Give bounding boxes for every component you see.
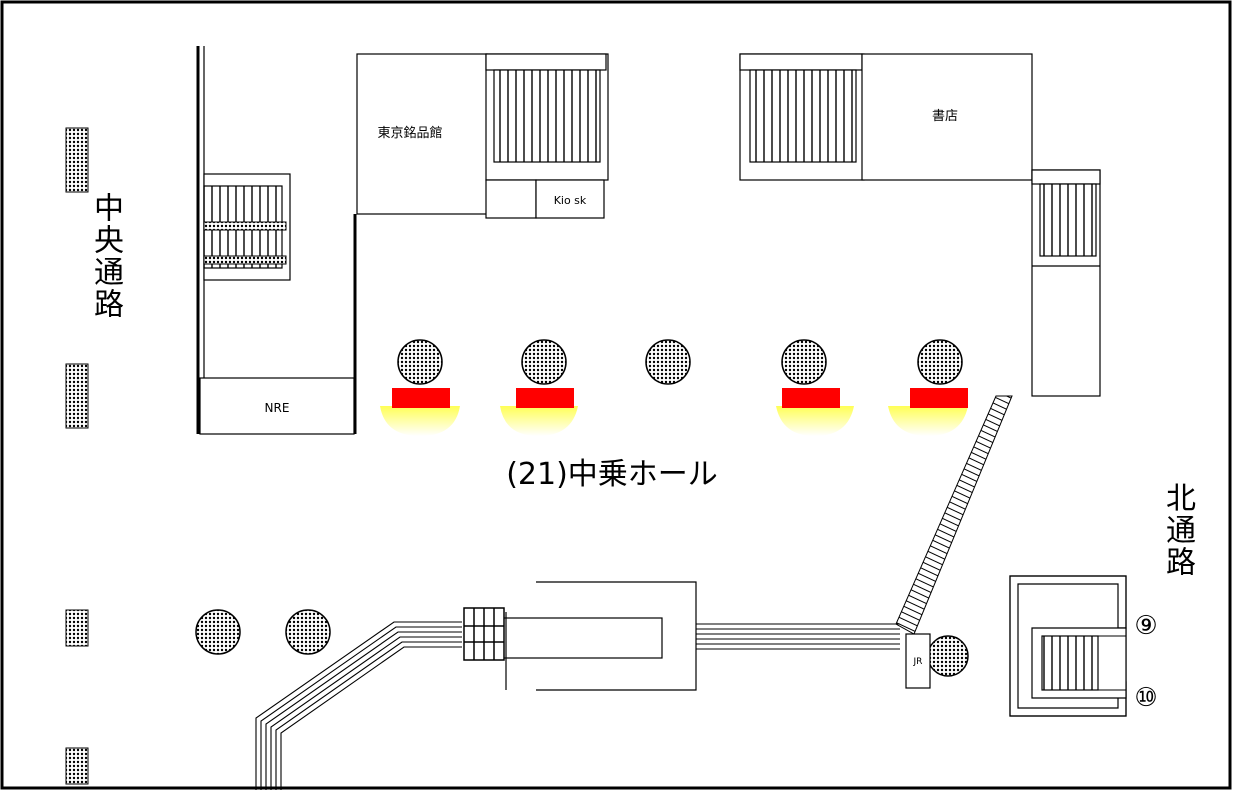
nre-shop: NRE	[199, 377, 355, 435]
central-passage-marker	[65, 747, 89, 785]
pillar-icon	[195, 609, 241, 655]
pillar-icon	[927, 635, 969, 677]
kiosk-label: Kio sk	[554, 194, 587, 207]
bench-icon	[516, 388, 574, 408]
hall-label: (21)中乗ホール	[506, 457, 718, 492]
pillar-icon	[781, 339, 827, 385]
tokyo-meihinkan-shop: 東京銘品館	[356, 53, 488, 215]
stairs-top-right	[739, 53, 865, 181]
walkway-lines	[255, 621, 900, 790]
tokyo-meihinkan-label: 東京銘品館	[377, 125, 442, 141]
jr-booth-label: JR	[913, 657, 923, 667]
central-passage-marker	[65, 127, 89, 193]
stairs-top-left	[485, 53, 609, 219]
bench-glow	[380, 406, 968, 436]
north-passage-label: 北通路	[1160, 482, 1195, 578]
pillar-icon	[521, 339, 567, 385]
pillar-row-upper	[397, 339, 963, 385]
exit-10-label: ⑩	[1134, 683, 1157, 713]
jr-booth: JR	[905, 633, 931, 689]
central-passage-marker	[65, 363, 89, 429]
bookstore-label: 書店	[932, 109, 958, 124]
kiosk-shop: Kio sk	[535, 179, 605, 219]
bench-icon	[910, 388, 968, 408]
central-passage-label: 中央通路	[88, 192, 123, 320]
pillar-icon	[917, 339, 963, 385]
pillar-icon	[397, 339, 443, 385]
north-exit-stairs	[1009, 575, 1127, 717]
bench-row	[392, 388, 968, 408]
pillar-icon	[645, 339, 691, 385]
stairs-right	[1031, 169, 1101, 397]
bookstore-shop: 書店	[861, 53, 1033, 181]
exit-9-label: ⑨	[1134, 611, 1157, 641]
central-passage-marker	[65, 609, 89, 647]
pillar-icon	[285, 609, 331, 655]
ticket-gate	[463, 607, 505, 661]
nre-label: NRE	[265, 401, 290, 415]
bench-icon	[782, 388, 840, 408]
lower-corridor	[499, 581, 697, 691]
stairs-left	[203, 173, 291, 281]
bench-icon	[392, 388, 450, 408]
